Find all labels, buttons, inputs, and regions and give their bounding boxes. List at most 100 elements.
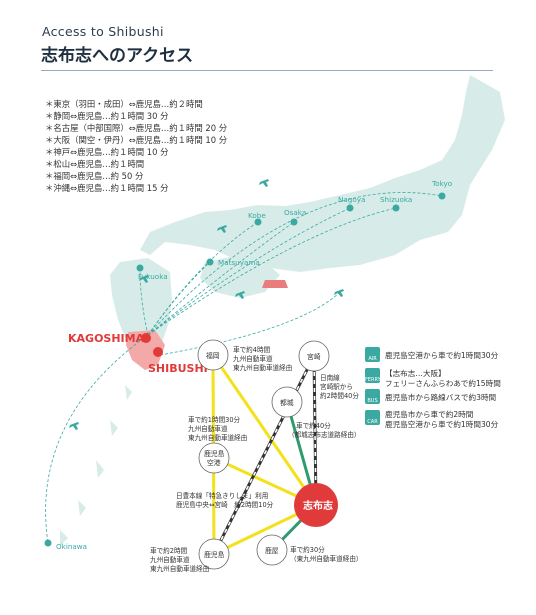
travel-time-matsuyama: ＊松山⇔鹿児島…約１時間: [45, 159, 145, 169]
travel-time-fukuoka: ＊福岡⇔鹿児島…約 50 分: [45, 171, 144, 181]
airplane-icon: [334, 289, 344, 297]
osaka-dot: [290, 218, 298, 226]
airplane-icon: [259, 179, 269, 187]
node-fukuoka: [197, 339, 229, 371]
ferry-route-marker: [262, 280, 288, 288]
note-miyakonojo-1: 車で約40分: [296, 421, 331, 430]
kobe-dot: [254, 218, 262, 226]
southern-islands: [60, 385, 132, 546]
route-ferry: [159, 291, 341, 356]
travel-time-okinawa: ＊沖縄⇔鹿児島…約１時間 15 分: [45, 183, 169, 193]
fukuoka-dot: [136, 264, 144, 272]
node-kanoya: [256, 534, 288, 566]
airplane-icon: [69, 422, 79, 430]
matsuyama-dot: [206, 258, 214, 266]
legend-ferry-text-2: フェリーさんふらわあで約15時間: [385, 379, 501, 388]
node-shibushi: [294, 483, 338, 527]
city-label-nagoya: Nagoya: [338, 195, 365, 204]
note-kanoya-1: 車で約30分: [290, 545, 325, 554]
note-miyazaki-1: 日南線: [320, 373, 340, 382]
ferry-icon: FERRY: [365, 368, 381, 383]
note-kagoshima-car-2: 九州自動車道: [150, 555, 190, 564]
note-fukuoka-3: 東九州自動車道経由: [233, 363, 292, 372]
note-kagoshima-rail-2: 鹿児島中央⇔宮崎 約2時間10分: [176, 500, 274, 509]
kagoshima-dot: [141, 333, 151, 343]
node-label-fukuoka: 福岡: [206, 351, 220, 360]
route-shizuoka: [147, 207, 397, 336]
airplane-icon: [235, 291, 245, 299]
note-miyazaki-3: 約2時間40分: [320, 391, 359, 400]
node-kagoshima-airport: [198, 442, 230, 474]
honshu-landmass: [140, 75, 505, 272]
city-dots: [44, 192, 446, 547]
node-label-airport-1: 鹿児島: [204, 449, 225, 458]
car-icon: CAR: [365, 410, 380, 425]
node-label-miyakonojo: 都城: [280, 399, 294, 407]
travel-time-tokyo: ＊東京（羽田・成田）⇔鹿児島…約２時間: [45, 99, 203, 109]
okinawa-dot: [44, 539, 52, 547]
travel-time-osaka: ＊大阪（関空・伊丹）⇔鹿児島…約１時間 10 分: [45, 135, 228, 145]
node-label-kanoya: 鹿屋: [265, 546, 279, 555]
airplane-icon: [139, 275, 149, 283]
legend-air-text: 鹿児島空港から車で約1時間30分: [385, 351, 499, 360]
route-matsuyama: [147, 261, 211, 336]
route-osaka: [147, 221, 295, 336]
city-label-shizuoka: Shizuoka: [380, 195, 412, 204]
airplane-icons: [69, 179, 344, 430]
node-label-miyazaki: 宮崎: [307, 352, 321, 361]
note-kagoshima-car-3: 東九州自動車道経由: [150, 564, 209, 573]
node-kagoshima: [198, 538, 230, 570]
note-airport-2: 九州自動車道: [188, 424, 228, 433]
airplane-icon: [217, 225, 227, 233]
note-fukuoka-1: 車で約4時間: [233, 345, 271, 354]
note-miyakonojo-2: （都城志布志道路経由）: [288, 430, 361, 439]
note-miyazaki-2: 宮崎駅から: [320, 382, 353, 391]
bus-icon: BUS: [365, 389, 380, 404]
note-kanoya-2: （東九州自動車道経由）: [290, 554, 363, 563]
kagoshima-prefecture-highlight: [126, 330, 165, 370]
route-fukuoka: [139, 267, 149, 336]
english-title: Access to Shibushi: [42, 24, 164, 39]
note-airport-1: 車で約1時間30分: [188, 415, 241, 424]
shibushi-dot: [153, 347, 163, 357]
nagoya-dot: [346, 204, 354, 212]
diagram-nodes: [197, 339, 330, 570]
route-okinawa: [45, 334, 149, 544]
city-label-okinawa: Okinawa: [56, 542, 87, 551]
legend-bus-text: 鹿児島市から路線バスで約3時間: [385, 393, 497, 402]
japanese-title: 志布志へのアクセス: [41, 46, 194, 66]
flight-routes: [45, 192, 443, 544]
city-label-kobe: Kobe: [248, 211, 266, 220]
legend-ferry-text-1: 【志布志…大阪】: [385, 369, 446, 378]
note-airport-3: 東九州自動車道経由: [188, 433, 247, 442]
legend-car-text-1: 鹿児島市から車で約2時間: [385, 410, 474, 419]
legend-car-text-2: 鹿児島空港から車で約1時間30分: [385, 420, 499, 429]
node-label-shibushi: 志布志: [303, 499, 333, 512]
travel-time-nagoya: ＊名古屋（中部国際）⇔鹿児島…約１時間 20 分: [45, 123, 228, 133]
travel-time-kobe: ＊神戸⇔鹿児島…約１時間 10 分: [45, 147, 169, 157]
node-label-airport-2: 空港: [207, 458, 221, 467]
tokyo-dot: [438, 192, 446, 200]
route-tokyo: [147, 192, 443, 336]
note-kagoshima-rail-1: 日豊本線「特急きりしま」利用: [176, 491, 268, 500]
city-label-tokyo: Tokyo: [431, 179, 452, 188]
city-label-osaka: Osaka: [284, 208, 306, 217]
land-masses: [60, 75, 505, 546]
note-kagoshima-car-1: 車で約2時間: [150, 546, 188, 555]
airplane-icon: AIR: [365, 347, 380, 362]
rail-miyazaki-shibushi-ties: [313, 355, 317, 506]
note-fukuoka-2: 九州自動車道: [233, 354, 273, 363]
kagoshima-label: KAGOSHIMA: [68, 332, 145, 345]
node-miyakonojo: [271, 386, 303, 418]
city-label-matsuyama: Matsuyama: [218, 258, 260, 267]
road-fukuoka-shibushi: [211, 354, 318, 506]
city-label-fukuoka: Fukuoka: [138, 272, 168, 281]
node-label-kagoshima: 鹿児島: [204, 550, 225, 559]
node-miyazaki: [298, 340, 330, 372]
shikoku-landmass: [200, 256, 280, 298]
rail-kagoshima-miyazaki-ties: [213, 355, 315, 555]
title-divider: [41, 70, 493, 71]
shibushi-label: SHIBUSHI: [148, 362, 208, 375]
shizuoka-dot: [392, 204, 400, 212]
